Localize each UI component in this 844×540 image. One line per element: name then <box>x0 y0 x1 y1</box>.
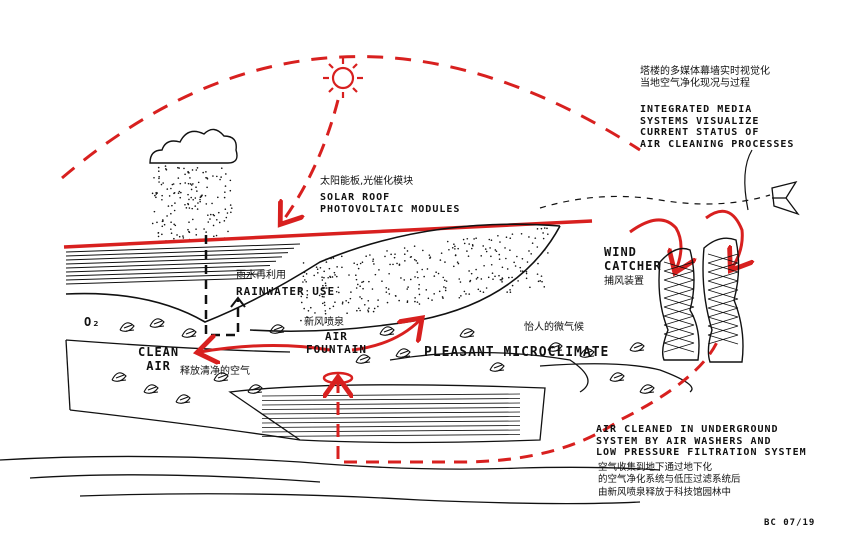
o2-label: O₂ <box>84 315 101 329</box>
signature: BC 07/19 <box>764 518 816 528</box>
air-fountain-base <box>322 371 354 385</box>
media-caption-cn: 塔楼的多媒体幕墙实时视觉化 当地空气净化现况与过程 <box>640 66 770 89</box>
building-underside <box>65 223 561 323</box>
rain-stipple <box>151 165 233 243</box>
underground-caption-cn: 空气收集到地下通过地下化 的空气净化系统与低压过滤系统后 由新风喷泉释放于科技馆… <box>598 462 741 498</box>
rain-caption-en: RAINWATER USE <box>236 285 336 298</box>
solar-caption-cn: 太阳能板,光催化模块 <box>320 176 414 187</box>
cloud-icon <box>149 128 238 164</box>
rain-caption-cn: 雨水再利用 <box>236 270 286 281</box>
roof-stipple <box>299 227 549 322</box>
rain-pipe <box>204 235 240 337</box>
sun-ray-arrow <box>282 99 340 222</box>
wind-catcher-arrow-1 <box>629 218 681 270</box>
fountain-caption-cn: 新风喷泉 <box>304 317 344 328</box>
terrain-hatch <box>261 393 521 437</box>
sun-icon <box>323 58 363 98</box>
plants <box>111 318 655 404</box>
underground-air-loop <box>336 339 720 464</box>
sun-path-arc <box>61 55 641 180</box>
roof-red-line <box>63 219 593 249</box>
solar-caption-en: SOLAR ROOF PHOTOVOLTAIC MODULES <box>320 192 461 215</box>
underground-caption-en: AIR CLEANED IN UNDERGROUND SYSTEM BY AIR… <box>596 424 807 458</box>
clean-air-caption-cn: 释放清净的空气 <box>180 366 250 377</box>
wind-vane-icon <box>771 180 800 216</box>
wind-catcher-caption-en: WIND CATCHER <box>604 245 662 273</box>
airflow-arrow-left <box>200 345 331 352</box>
building-lower-edge <box>249 225 561 333</box>
pleasant-caption-en: PLEASANT MICROCLIMATE <box>424 345 610 360</box>
clean-air-caption-en: CLEAN AIR <box>138 345 180 373</box>
airflow-arrow-right <box>351 320 420 352</box>
fountain-caption-en: AIR FOUNTAIN <box>306 330 367 356</box>
terrain-lines <box>0 339 693 505</box>
wind-dashed-path <box>539 194 771 209</box>
wind-catcher-towers <box>658 237 744 363</box>
wind-catcher-caption-cn: 捕风装置 <box>604 276 644 287</box>
media-pointer <box>744 149 753 211</box>
wind-catcher-arrow-2 <box>705 209 742 268</box>
media-caption-en: INTEGRATED MEDIA SYSTEMS VISUALIZE CURRE… <box>640 104 795 150</box>
roof-hatch <box>65 243 301 285</box>
tower-lattice <box>663 253 739 353</box>
pleasant-caption-cn: 怡人的微气候 <box>524 322 584 333</box>
